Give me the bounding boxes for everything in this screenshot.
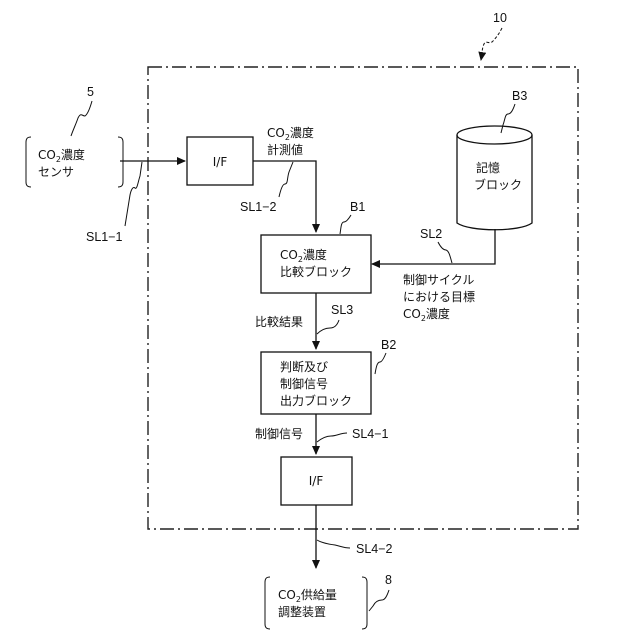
storage-cylinder-top [457,126,532,144]
sl2-label: SL2 [420,227,442,241]
sl3-leader [317,320,339,334]
compare-result-label: 比較結果 [255,314,303,329]
sensor-ref-label: 5 [87,85,94,99]
compare-block-label-line1: CO2濃度 [280,247,327,264]
compare-block-ref-leader [340,215,351,234]
sl1-2-label: SL1−2 [240,200,277,214]
sl4-1-leader [317,433,347,442]
supply-label-line1: CO2供給量 [278,588,337,604]
target-label-line1: 制御サイクル [403,272,474,287]
measured-label-line2: 計測値 [267,142,303,157]
target-label-line3: CO2濃度 [403,306,450,323]
supply-bracket-left [265,577,270,629]
sl2-leader [438,242,452,263]
sl4-2-label: SL4−2 [356,542,393,556]
judge-block-ref-leader [375,353,386,374]
supply-ref-leader [369,590,389,611]
system-boundary [148,67,578,529]
system-ref-leader [481,28,502,60]
control-signal-label: 制御信号 [255,426,303,441]
sensor-label-line2: センサ [38,165,74,179]
co2-supply-adjuster: CO2供給量 調整装置 [265,577,367,629]
storage-ref-leader [501,104,515,133]
sl4-1-label: SL4−1 [352,427,389,441]
interface-input-label: I/F [213,155,228,169]
target-label-line2: における目標 [403,290,475,304]
sl1-2-leader [279,162,293,197]
storage-label-line2: ブロック [474,177,522,192]
judge-block-label-line1: 判断及び [280,359,328,374]
sl4-2-leader [317,540,350,548]
sl1-1-leader [125,162,142,226]
system-ref-label: 10 [493,11,507,25]
compare-block-label-line2: 比較ブロック [280,264,352,279]
sensor-ref-leader [71,101,92,136]
sl3-label: SL3 [331,303,353,317]
judge-block-ref-label: B2 [381,338,396,352]
sensor-label-line1: CO2濃度 [38,147,85,164]
judge-block-label-line3: 出力ブロック [280,393,352,408]
measured-label-line1: CO2濃度 [267,125,314,142]
storage-block: 記憶 ブロック [457,126,532,230]
storage-ref-label: B3 [512,89,527,103]
co2-sensor: CO2濃度 センサ [26,137,123,187]
supply-ref-label: 8 [385,573,392,587]
signal-line-sl1-2 [253,161,316,232]
compare-block-ref-label: B1 [350,200,365,214]
sensor-bracket-left [26,137,31,187]
supply-label-line2: 調整装置 [278,604,326,619]
storage-label-line1: 記憶 [476,160,500,175]
judge-block-label-line2: 制御信号 [280,376,328,391]
interface-output-label: I/F [309,474,324,488]
compare-block [261,235,371,293]
sensor-bracket-right [118,137,123,187]
supply-bracket-right [362,577,367,629]
sl1-1-label: SL1−1 [86,230,123,244]
